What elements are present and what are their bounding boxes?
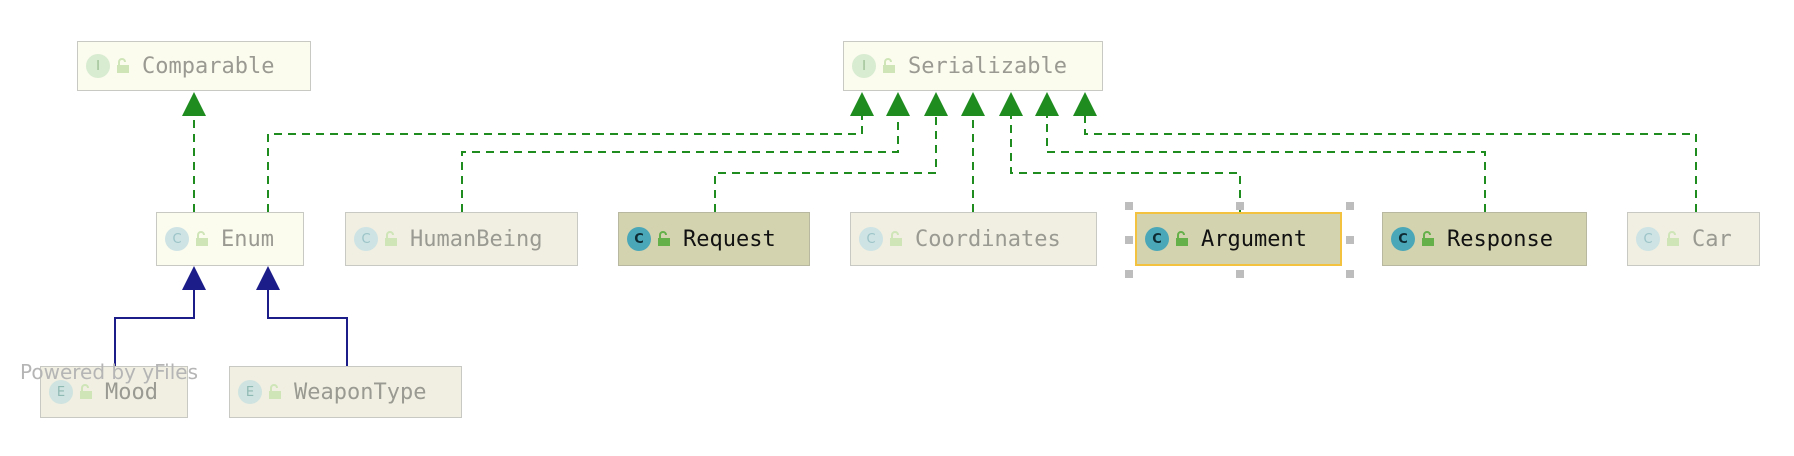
node-label: Enum: [221, 226, 274, 252]
resize-handle-bottom-left[interactable]: [1125, 270, 1133, 278]
node-label: Argument: [1201, 226, 1307, 252]
class-icon: C: [354, 227, 378, 251]
edge-request-serializable: [714, 100, 937, 212]
node-label: Serializable: [908, 53, 1067, 79]
class-icon: C: [627, 227, 651, 251]
node-humanbeing[interactable]: C HumanBeing: [345, 212, 578, 266]
unlocked-icon: [1667, 231, 1679, 246]
unlocked-icon: [269, 384, 281, 399]
arrowhead-serializable-6: [1035, 92, 1059, 116]
resize-handle-top-right[interactable]: [1346, 202, 1354, 210]
edge-mood-enum: [114, 280, 195, 366]
node-label: Comparable: [142, 53, 275, 79]
node-label: HumanBeing: [410, 226, 543, 252]
arrowhead-serializable-3: [924, 92, 948, 116]
node-label: Coordinates: [915, 226, 1061, 252]
resize-handle-bottom-right[interactable]: [1346, 270, 1354, 278]
edge-car-serializable: [1084, 100, 1697, 212]
class-icon: C: [859, 227, 883, 251]
enum-icon: E: [49, 380, 73, 404]
edge-enum-serializable: [267, 100, 863, 212]
arrowhead-enum-1: [182, 266, 206, 290]
node-car[interactable]: C Car: [1627, 212, 1760, 266]
class-icon: C: [165, 227, 189, 251]
unlocked-icon: [890, 231, 902, 246]
node-mood[interactable]: E Mood: [40, 366, 188, 418]
resize-handle-top-center[interactable]: [1236, 202, 1244, 210]
enum-icon: E: [238, 380, 262, 404]
interface-icon: I: [852, 54, 876, 78]
arrowhead-serializable-5: [999, 92, 1023, 116]
unlocked-icon: [1176, 231, 1188, 246]
node-label: Car: [1692, 226, 1732, 252]
arrowhead-serializable-7: [1073, 92, 1097, 116]
node-coordinates[interactable]: C Coordinates: [850, 212, 1097, 266]
arrowhead-serializable-4: [961, 92, 985, 116]
node-request[interactable]: C Request: [618, 212, 810, 266]
node-label: Request: [683, 226, 776, 252]
interface-icon: I: [86, 54, 110, 78]
node-weapontype[interactable]: E WeaponType: [229, 366, 462, 418]
resize-handle-bottom-center[interactable]: [1236, 270, 1244, 278]
class-icon: C: [1636, 227, 1660, 251]
unlocked-icon: [1422, 231, 1434, 246]
resize-handle-middle-left[interactable]: [1125, 236, 1133, 244]
resize-handle-middle-right[interactable]: [1346, 236, 1354, 244]
edge-weapontype-enum: [267, 280, 348, 366]
node-label: Mood: [105, 379, 158, 405]
node-label: WeaponType: [294, 379, 427, 405]
node-enum[interactable]: C Enum: [156, 212, 304, 266]
resize-handle-top-left[interactable]: [1125, 202, 1133, 210]
unlocked-icon: [117, 58, 129, 73]
watermark: Powered by yFiles: [20, 360, 198, 384]
unlocked-icon: [196, 231, 208, 246]
arrowhead-comparable: [182, 92, 206, 116]
unlocked-icon: [883, 58, 895, 73]
arrowhead-serializable-2: [886, 92, 910, 116]
edge-argument-serializable: [1010, 100, 1241, 212]
class-icon: C: [1391, 227, 1415, 251]
arrowhead-serializable-1: [850, 92, 874, 116]
arrowhead-enum-2: [256, 266, 280, 290]
node-argument[interactable]: C Argument: [1135, 212, 1342, 266]
edge-response-serializable: [1046, 100, 1486, 212]
node-comparable[interactable]: I Comparable: [77, 41, 311, 91]
node-serializable[interactable]: I Serializable: [843, 41, 1103, 91]
unlocked-icon: [80, 384, 92, 399]
node-response[interactable]: C Response: [1382, 212, 1587, 266]
class-icon: C: [1145, 227, 1169, 251]
unlocked-icon: [658, 231, 670, 246]
node-label: Response: [1447, 226, 1553, 252]
edge-humanbeing-serializable: [461, 100, 899, 212]
unlocked-icon: [385, 231, 397, 246]
